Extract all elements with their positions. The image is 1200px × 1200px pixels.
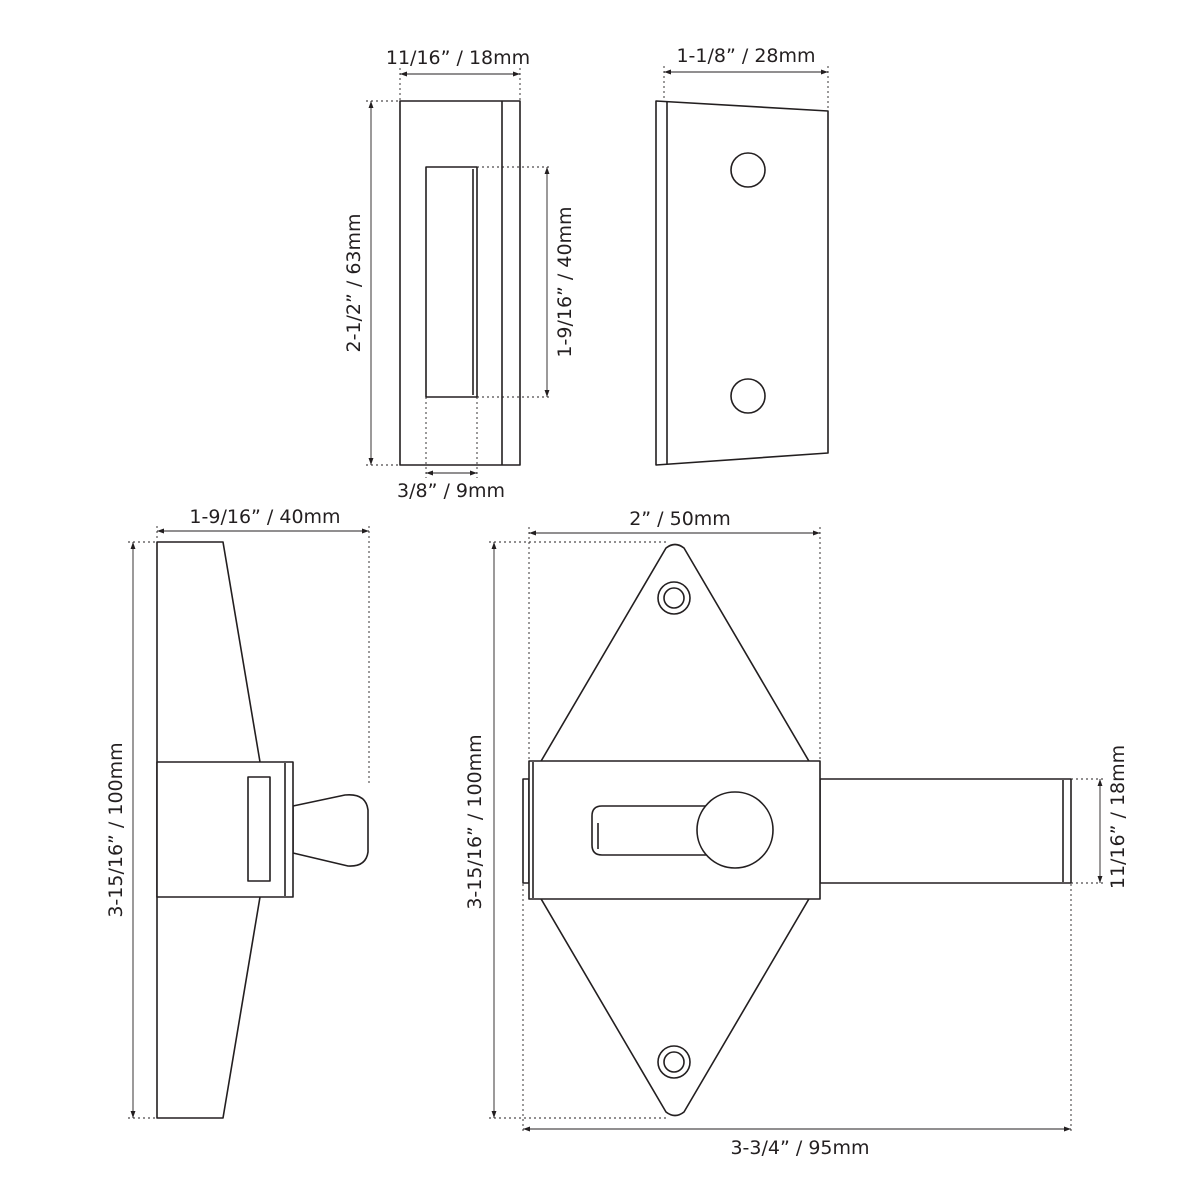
dimension-label: 1-9/16” / 40mm — [189, 506, 340, 528]
dimension-label: 2” / 50mm — [629, 508, 731, 530]
latch-knob-icon — [696, 791, 774, 869]
strike-front-view: 11/16” / 18mm 2-1/2” / 63mm 1-9/16” / 40… — [343, 47, 576, 502]
latch-front-view: 2” / 50mm 3-15/16” / 100mm 11/16” / 18mm… — [464, 508, 1129, 1159]
latch-side-view: 1-9/16” / 40mm 3-15/16” / 100mm — [105, 506, 370, 1119]
dimension-label: 1-1/8” / 28mm — [676, 45, 815, 67]
latch-slide-slot — [591, 805, 721, 856]
screw-hole-icon — [730, 152, 766, 188]
latch-side-housing — [156, 761, 294, 898]
screw-icon — [657, 581, 691, 615]
dimension-label: 3-15/16” / 100mm — [105, 742, 127, 917]
dimension-label: 11/16” / 18mm — [386, 47, 530, 69]
screw-inner-ring — [663, 1051, 685, 1073]
latch-side-slot — [247, 776, 271, 882]
dimension-label: 1-9/16” / 40mm — [554, 206, 576, 357]
screw-hole-icon — [730, 378, 766, 414]
dimension-label: 2-1/2” / 63mm — [343, 213, 365, 352]
dimension-label: 3-15/16” / 100mm — [464, 734, 486, 909]
latch-flange — [522, 778, 530, 884]
strike-side-view: 1-1/8” / 28mm — [655, 45, 829, 466]
latch-side-handle — [292, 793, 369, 867]
strike-slot — [425, 166, 478, 398]
dimension-label: 11/16” / 18mm — [1107, 745, 1129, 889]
strike-side-outline — [655, 100, 829, 466]
screw-icon — [657, 1045, 691, 1079]
dimension-label: 3/8” / 9mm — [397, 480, 505, 502]
screw-inner-ring — [663, 587, 685, 609]
dimension-label: 3-3/4” / 95mm — [730, 1137, 869, 1159]
latch-bolt — [819, 778, 1072, 884]
